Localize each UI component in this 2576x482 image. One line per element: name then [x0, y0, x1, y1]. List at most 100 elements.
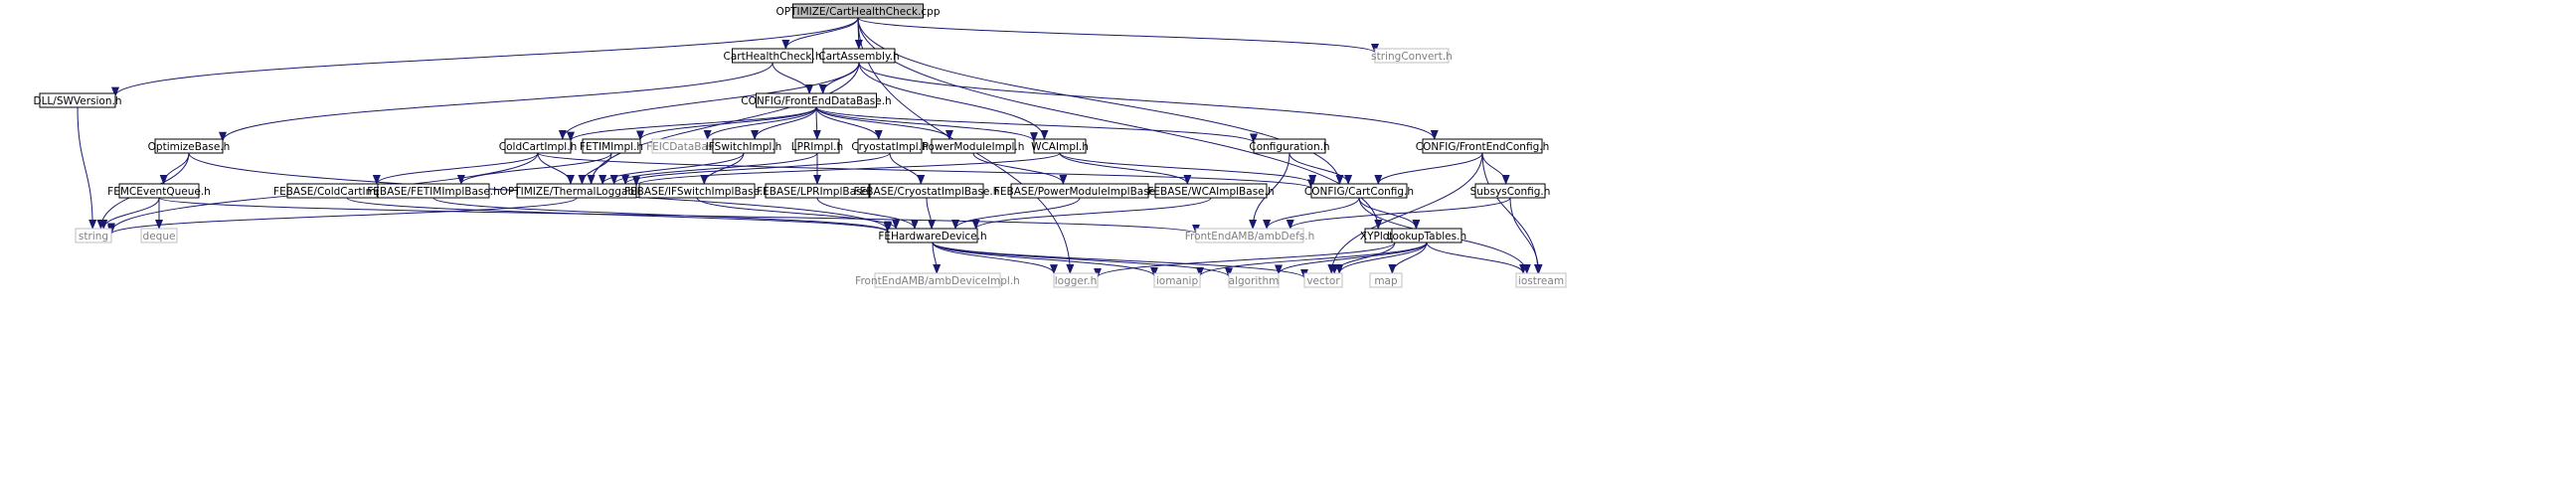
node-fbLpr[interactable]: FEBASE/LPRImplBase.h: [757, 183, 878, 199]
node-algorithm: algorithm: [1228, 272, 1280, 288]
node-label-algorithm: algorithm: [1229, 275, 1280, 287]
node-subsysConfig[interactable]: SubsysConfig.h: [1470, 183, 1551, 199]
edge-fetimImpl-to-thermalLoggable: [578, 152, 612, 185]
node-powerModuleImpl[interactable]: PowerModuleImpl.h: [923, 138, 1025, 154]
edge-ifSwitchImpl-to-thermalLoggable: [599, 152, 745, 185]
node-label-fbPowerModule: FEBASE/PowerModuleImplBase.h: [994, 186, 1165, 198]
node-deque: deque: [140, 228, 178, 243]
node-box-fbWca: [1154, 183, 1268, 199]
node-optimizeBase[interactable]: OptimizeBase.h: [148, 138, 231, 154]
edge-lookupTables-to-algorithm: [1275, 241, 1428, 275]
node-box-iomanip: [1153, 272, 1201, 288]
node-feDataBase[interactable]: CONFIG/FrontEndDataBase.h: [741, 92, 892, 108]
node-fbWca[interactable]: FEBASE/WCAImplBase.h: [1147, 183, 1275, 199]
node-cartAssembly[interactable]: CartAssembly.h: [818, 48, 900, 64]
node-cartHealth[interactable]: CartHealthCheck.h: [724, 48, 822, 64]
node-feHardwareDevice[interactable]: FEHardwareDevice.h: [878, 228, 987, 243]
node-box-deque: [140, 228, 178, 243]
node-box-optimizeBase: [154, 138, 224, 154]
node-box-cartHealth: [732, 48, 813, 64]
node-label-ambDefs: FrontEndAMB/ambDefs.h: [1185, 231, 1315, 242]
edge-root-to-dllsw: [111, 17, 859, 97]
edge-femcEventQueue-to-string: [99, 197, 160, 230]
node-cartConfig[interactable]: CONFIG/CartConfig.h: [1304, 183, 1414, 199]
edge-fbColdCart-to-feHardwareDevice: [346, 197, 892, 234]
node-fetimImpl[interactable]: FETIMImpl.h: [580, 138, 643, 154]
edge-subsysConfig-to-iostream: [1509, 197, 1543, 274]
edge-feHardwareDevice-to-vector: [932, 241, 1308, 279]
node-label-fbLpr: FEBASE/LPRImplBase.h: [757, 186, 878, 198]
node-thermalLoggable[interactable]: OPTIMIZE/ThermalLoggable.h: [500, 183, 654, 199]
edge-feHardwareDevice-to-iomanip: [932, 241, 1158, 277]
node-label-feicDataBase: FEICDataBase.h: [646, 141, 730, 153]
node-string: string: [75, 228, 112, 243]
node-fbIfSwitch[interactable]: FEBASE/IFSwitchImplBase.h: [624, 183, 770, 199]
node-label-thermalLoggable: OPTIMIZE/ThermalLoggable.h: [500, 186, 654, 198]
edge-cryostatImpl-to-fbCryostat: [889, 152, 926, 185]
edge-feDataBase-to-cryostatImpl: [815, 106, 883, 140]
node-box-wcaImpl: [1033, 138, 1087, 154]
node-feicDataBase: FEICDataBase.h: [646, 138, 730, 154]
node-box-dllsw: [39, 92, 116, 108]
node-root: OPTIMIZE/CartHealthCheck.cpp: [775, 3, 941, 19]
edge-feDataBase-to-fetimImpl: [636, 106, 817, 141]
node-label-coldCartImpl: ColdCartImpl.h: [499, 141, 577, 153]
node-ambDefs: FrontEndAMB/ambDefs.h: [1185, 228, 1315, 243]
edge-feDataBase-to-ifSwitchImpl: [751, 106, 817, 140]
node-dllsw[interactable]: DLL/SWVersion.h: [34, 92, 122, 108]
node-configuration[interactable]: Configuration.h: [1249, 138, 1330, 154]
node-iomanip: iomanip: [1153, 272, 1201, 288]
node-label-string: string: [79, 231, 108, 242]
edge-root-to-stringConvert: [857, 17, 1379, 55]
node-label-root: OPTIMIZE/CartHealthCheck.cpp: [775, 6, 940, 18]
node-box-fetimImpl: [582, 138, 641, 154]
node-label-feConfig: CONFIG/FrontEndConfig.h: [1416, 141, 1549, 153]
node-femcEventQueue[interactable]: FEMCEventQueue.h: [107, 183, 211, 199]
edge-feDataBase-to-lprImpl: [812, 106, 821, 140]
edge-fbIfSwitch-to-feHardwareDevice: [696, 197, 901, 230]
node-label-ifSwitchImpl: IFSwitchImpl.h: [706, 141, 782, 153]
edge-root-to-cartConfig: [857, 17, 1344, 185]
node-box-string: [75, 228, 112, 243]
node-ifSwitchImpl[interactable]: IFSwitchImpl.h: [706, 138, 782, 154]
node-label-dllsw: DLL/SWVersion.h: [34, 95, 122, 107]
node-stringConvert: stringConvert.h: [1371, 48, 1453, 64]
node-cryostatImpl[interactable]: CryostatImpl.h: [851, 138, 929, 154]
node-fbFetim[interactable]: FEBASE/FETIMImplBase.h: [367, 183, 500, 199]
node-fbPowerModule[interactable]: FEBASE/PowerModuleImplBase.h: [994, 183, 1165, 199]
node-label-feHardwareDevice: FEHardwareDevice.h: [878, 231, 986, 242]
node-feConfig[interactable]: CONFIG/FrontEndConfig.h: [1416, 138, 1549, 154]
node-lookupTables[interactable]: LookupTables.h: [1387, 228, 1466, 243]
node-ambDeviceImpl: FrontEndAMB/ambDeviceImpl.h: [855, 272, 1020, 288]
node-label-deque: deque: [143, 231, 176, 242]
edge-powerModuleImpl-to-fbPowerModule: [972, 152, 1068, 185]
node-label-stringConvert: stringConvert.h: [1371, 51, 1453, 63]
node-lprImpl[interactable]: LPRImpl.h: [791, 138, 843, 154]
node-label-fbFetim: FEBASE/FETIMImplBase.h: [367, 186, 500, 198]
node-fbCryostat[interactable]: FEBASE/CryostatImplBase.h: [854, 183, 1000, 199]
node-box-femcEventQueue: [118, 183, 200, 199]
node-label-optimizeBase: OptimizeBase.h: [148, 141, 231, 153]
node-label-powerModuleImpl: PowerModuleImpl.h: [923, 141, 1025, 153]
node-box-algorithm: [1228, 272, 1280, 288]
node-coldCartImpl[interactable]: ColdCartImpl.h: [499, 138, 577, 154]
node-box-stringConvert: [1374, 48, 1450, 64]
node-box-fbCryostat: [869, 183, 984, 199]
edge-fbCryostat-to-feHardwareDevice: [926, 197, 937, 230]
node-box-thermalLoggable: [516, 183, 637, 199]
edge-wcaImpl-to-cartConfig: [1059, 152, 1317, 185]
node-box-logger: [1053, 272, 1099, 288]
node-label-cryostatImpl: CryostatImpl.h: [851, 141, 928, 153]
edge-root-to-cartHealth: [781, 17, 859, 50]
edge-feHardwareDevice-to-ambDeviceImpl: [932, 241, 942, 274]
node-box-ambDefs: [1195, 228, 1304, 243]
node-label-fbWca: FEBASE/WCAImplBase.h: [1147, 186, 1274, 198]
node-label-iomanip: iomanip: [1156, 275, 1199, 287]
edge-fbWca-to-feHardwareDevice: [971, 197, 1212, 230]
node-box-lookupTables: [1391, 228, 1462, 243]
edge-coldCartImpl-to-cartConfig: [537, 152, 1315, 190]
node-wcaImpl[interactable]: WCAImpl.h: [1031, 138, 1089, 154]
node-box-coldCartImpl: [504, 138, 572, 154]
node-label-vector: vector: [1306, 275, 1340, 287]
